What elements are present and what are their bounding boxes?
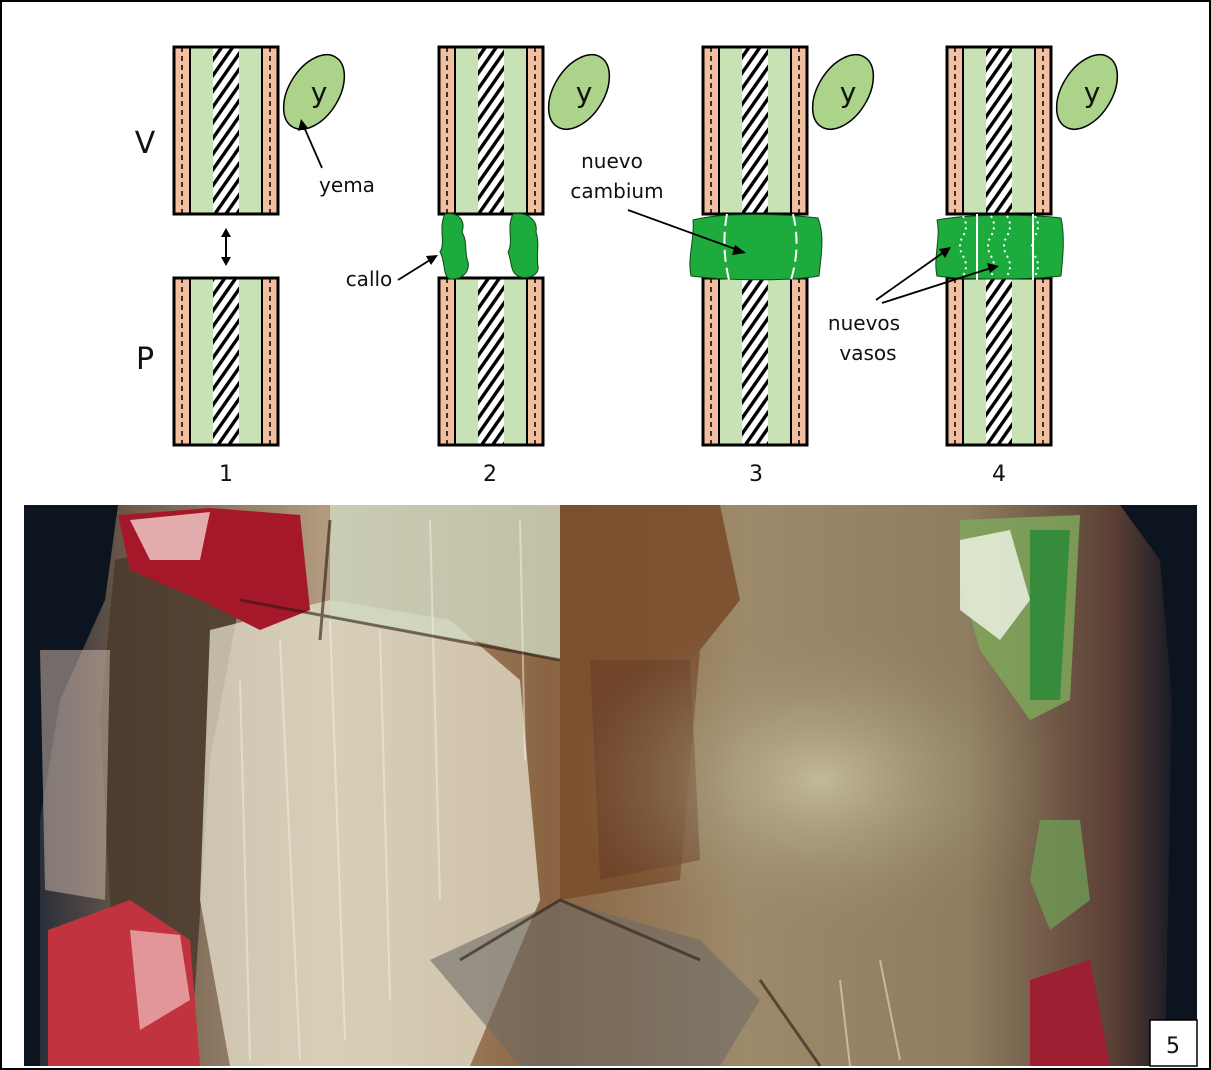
bud-letter: y — [1084, 76, 1101, 109]
stage-3-callus-band — [690, 214, 822, 280]
rootstock-label: P — [136, 342, 154, 377]
stage-2-scion — [439, 47, 543, 214]
scion-label: V — [135, 126, 156, 161]
stage-1-scion — [174, 47, 278, 214]
callus-label: callo — [346, 267, 393, 291]
stage-4-scion — [947, 47, 1051, 214]
stage-1-number: 1 — [219, 462, 233, 487]
bud-name-label: yema — [319, 173, 375, 197]
stage-1-rootstock — [174, 278, 278, 445]
new-vessels-label-line1: nuevos — [828, 311, 900, 335]
photo-number-box: 5 — [1150, 1020, 1197, 1066]
stage-3-rootstock — [703, 278, 807, 445]
new-vessels-label-line2: vasos — [839, 341, 896, 365]
bud-letter: y — [576, 76, 593, 109]
stage-3-scion — [703, 47, 807, 214]
bud-letter: y — [311, 76, 328, 109]
new-cambium-label-line2: cambium — [570, 179, 663, 203]
stage-3-number: 3 — [749, 462, 763, 487]
photo-number: 5 — [1166, 1034, 1180, 1059]
bud-letter: y — [840, 76, 857, 109]
stage-4-rootstock — [947, 278, 1051, 445]
new-cambium-label-line1: nuevo — [581, 149, 643, 173]
stage-4-number: 4 — [992, 462, 1006, 487]
stage-4-callus-band — [936, 214, 1063, 280]
stage-2-rootstock — [439, 278, 543, 445]
graft-union-photo — [24, 505, 1197, 1066]
stage-2-number: 2 — [483, 462, 497, 487]
